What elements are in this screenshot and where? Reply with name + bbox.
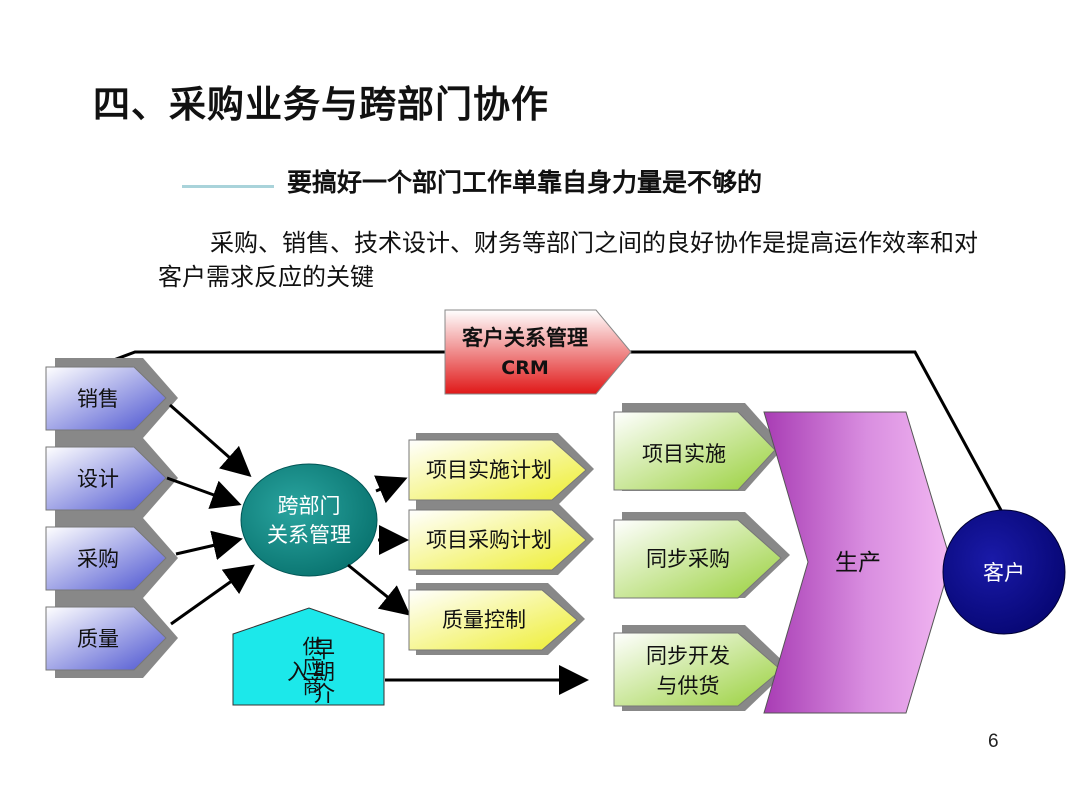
subtitle-rule: [182, 185, 274, 188]
page-number: 6: [988, 731, 999, 752]
action-boxes: [613, 403, 790, 711]
plan-label-quality-control: 质量控制: [442, 608, 526, 632]
action-label-sync-development: 同步开发 与供货: [614, 640, 762, 702]
hub-label: 跨部门 关系管理: [244, 490, 374, 552]
supplier-label-line1: 供应商: [299, 636, 323, 696]
intro-paragraph: 采购、销售、技术设计、财务等部门之间的良好协作是提高运作效率和对客户需求反应的关…: [158, 229, 978, 291]
plan-box-procurement: [408, 503, 594, 575]
action-label-sync-development-line1: 同步开发: [646, 644, 730, 668]
page-subtitle: 要搞好一个部门工作单靠自身力量是不够的: [287, 168, 763, 197]
action-box-sync-purchasing: [613, 512, 790, 599]
page-title: 四、采购业务与跨部门协作: [93, 83, 549, 126]
plan-boxes: [408, 433, 594, 655]
department-box-purchasing: [45, 518, 178, 598]
plan-label-procurement: 项目采购计划: [426, 528, 552, 552]
department-box-quality: [45, 598, 178, 678]
plan-label-implementation: 项目实施计划: [426, 458, 552, 482]
department-box-design: [45, 438, 178, 518]
department-boxes: [45, 358, 178, 678]
department-label-design: 设计: [77, 467, 119, 491]
crm-box: [444, 309, 632, 395]
action-label-sync-purchasing: 同步采购: [646, 547, 730, 571]
supplier-box: [232, 607, 385, 706]
department-label-quality: 质量: [77, 627, 119, 651]
hub-label-line2: 关系管理: [267, 523, 351, 547]
action-label-implementation: 项目实施: [642, 442, 726, 466]
production-label: 生产: [835, 550, 881, 576]
customer-label: 客户: [983, 561, 1025, 585]
hub-circle: [240, 463, 378, 577]
action-box-implementation: [613, 403, 784, 491]
hub-arrows: [347, 475, 411, 616]
action-label-sync-development-line2: 与供货: [656, 674, 720, 698]
department-label-sales: 销售: [77, 387, 119, 411]
department-arrows: [166, 403, 255, 626]
action-box-sync-development: [613, 625, 790, 711]
crm-label-line2: CRM: [501, 357, 549, 379]
plan-box-quality-control: [408, 583, 585, 655]
department-box-sales: [45, 358, 178, 438]
supplier-label-line2: 早期介入: [283, 638, 334, 704]
production-chevron: [763, 411, 952, 714]
plan-box-implementation: [408, 433, 594, 505]
customer-circle: [942, 509, 1066, 635]
hub-label-line1: 跨部门: [277, 494, 341, 518]
crm-label: 客户关系管理 CRM: [445, 318, 605, 388]
crm-label-line1: 客户关系管理: [462, 326, 588, 350]
department-label-purchasing: 采购: [77, 547, 119, 571]
